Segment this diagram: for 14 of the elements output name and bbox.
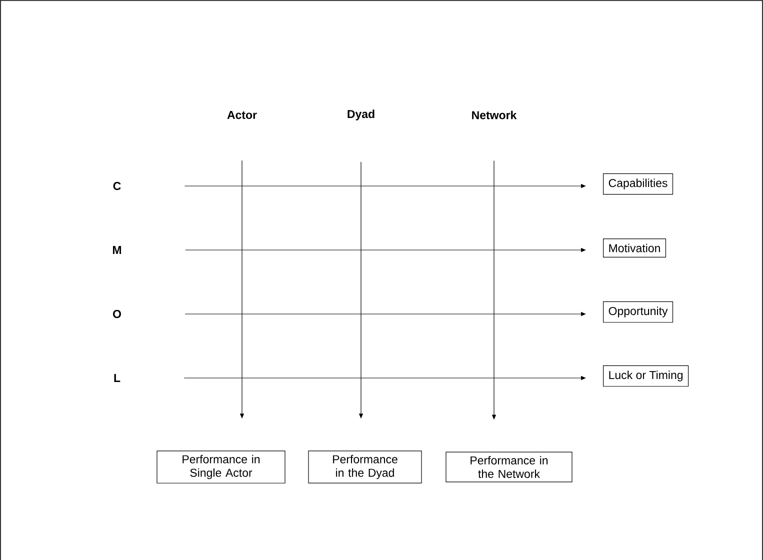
column-heading: Dyad: [348, 110, 374, 120]
performance-box: Performance in the Network: [446, 452, 572, 482]
row-label: O: [113, 310, 121, 318]
row-label: M: [112, 246, 122, 254]
row-label: L: [114, 374, 120, 382]
row-label: C: [113, 182, 121, 190]
performance-box: Performance in Single Actor: [156, 450, 286, 484]
column-heading: Actor: [227, 111, 257, 120]
outcome-box: Luck or Timing: [603, 365, 689, 387]
outcome-box: Capabilities: [603, 173, 674, 195]
outcome-box: Opportunity: [603, 301, 674, 323]
outcome-box: Motivation: [603, 238, 666, 258]
performance-box: Performance in the Dyad: [308, 450, 422, 484]
column-heading: Network: [472, 110, 517, 120]
